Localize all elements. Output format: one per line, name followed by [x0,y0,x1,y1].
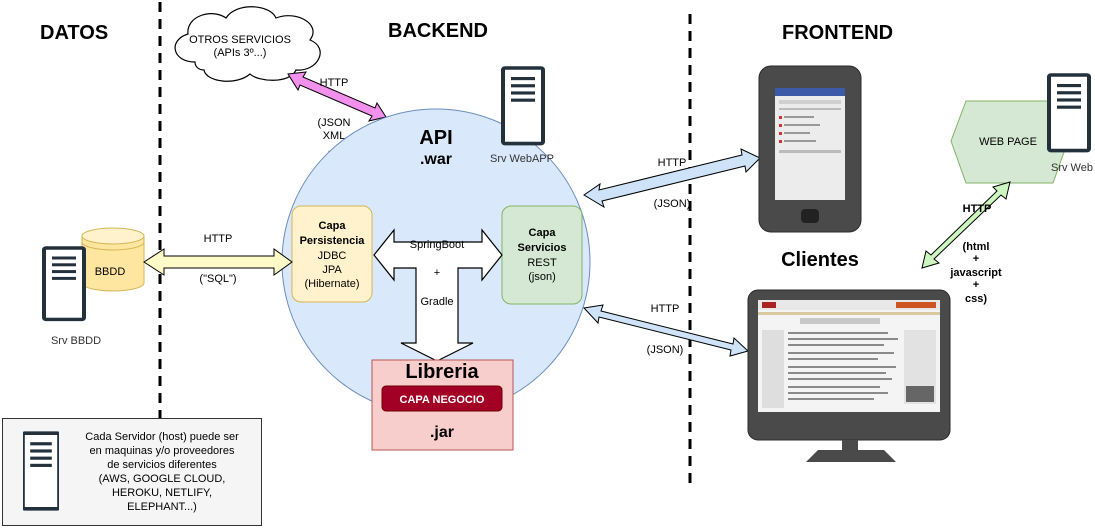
capa-persistencia-box [291,205,373,303]
server-icon [42,246,86,322]
arrow-webpage-desktop: HTTP (html + javascript + css) [921,181,1011,305]
mobile-phone-icon [758,65,862,233]
format-label: (JSON [318,117,351,129]
arrow-api-desktop: HTTP (JSON) [582,303,749,357]
srv-bbdd-label: Srv BBDD [51,335,101,347]
build-arrow [373,228,503,362]
section-title-backend: BACKEND [388,20,488,42]
http-label: HTTP [320,77,349,89]
servicios-line: Capa [529,227,557,239]
api-subtitle: .war [420,151,452,168]
capa-negocio-box [381,385,503,412]
format-label: (JSON) [654,198,691,210]
clientes-label: Clientes [781,249,859,271]
database-icon [81,227,145,292]
plus-label: + [434,267,440,279]
section-title-frontend: FRONTEND [782,22,893,44]
server-icon [23,431,59,511]
format-label: + [973,253,979,265]
otros-servicios-label: OTROS SERVICIOS [189,34,291,46]
bbdd-label: BBDD [95,266,126,278]
capa-servicios-box [501,205,583,305]
format-label: (html [963,241,990,253]
cloud-otros-servicios: OTROS SERVICIOS (APIs 3º...) [174,6,321,82]
arrow-bbdd-persistencia: HTTP ("SQL") [143,233,293,285]
persistencia-line: JPA [322,264,342,276]
jar-label: .jar [430,424,454,441]
section-title-datos: DATOS [40,22,108,44]
capa-negocio-label: CAPA NEGOCIO [400,394,485,406]
server-icon [501,66,545,146]
http-label: HTTP [204,233,233,245]
legend-line: ELEPHANT...) [127,501,197,513]
legend-line: de servicios diferentes [107,459,217,471]
servicios-line: REST [527,257,557,269]
legend-text: Cada Servidor (host) puede ser en maquin… [71,430,253,514]
format-label: (JSON) [647,344,684,356]
srv-webapp-label: Srv WebAPP [490,153,554,165]
web-page-label: WEB PAGE [979,136,1037,148]
format-label: css) [965,293,987,305]
persistencia-line: (Hibernate) [304,278,359,290]
springboot-label: SpringBoot [410,239,464,251]
libreria-title: Libreria [405,361,479,383]
arrow-api-mobile: HTTP (JSON) [583,148,761,210]
legend-line: Cada Servidor (host) puede ser [85,431,239,443]
legend-line: (AWS, GOOGLE CLOUD, [98,473,226,485]
gradle-label: Gradle [420,296,453,308]
legend-box: Cada Servidor (host) puede ser en maquin… [2,418,262,526]
format-label: ("SQL") [199,273,236,285]
srv-web-label: Srv Web [1051,162,1093,174]
legend-line: en maquinas y/o proveedores [89,445,235,457]
format-label: javascript [949,267,1002,279]
desktop-monitor-icon [747,289,951,462]
persistencia-line: Persistencia [300,235,366,247]
persistencia-line: JDBC [318,250,347,262]
servicios-line: Servicios [518,242,567,254]
format-label: XML [323,130,346,142]
persistencia-line: Capa [319,220,347,232]
servicios-line: (json) [528,271,556,283]
server-icon [1047,73,1091,153]
http-label: HTTP [658,157,687,169]
http-label: HTTP [963,203,992,215]
api-title: API [419,127,452,149]
legend-line: HEROKU, NETLIFY, [111,487,213,499]
otros-servicios-sublabel: (APIs 3º...) [214,47,267,59]
format-label: + [973,279,979,291]
http-label: HTTP [651,303,680,315]
